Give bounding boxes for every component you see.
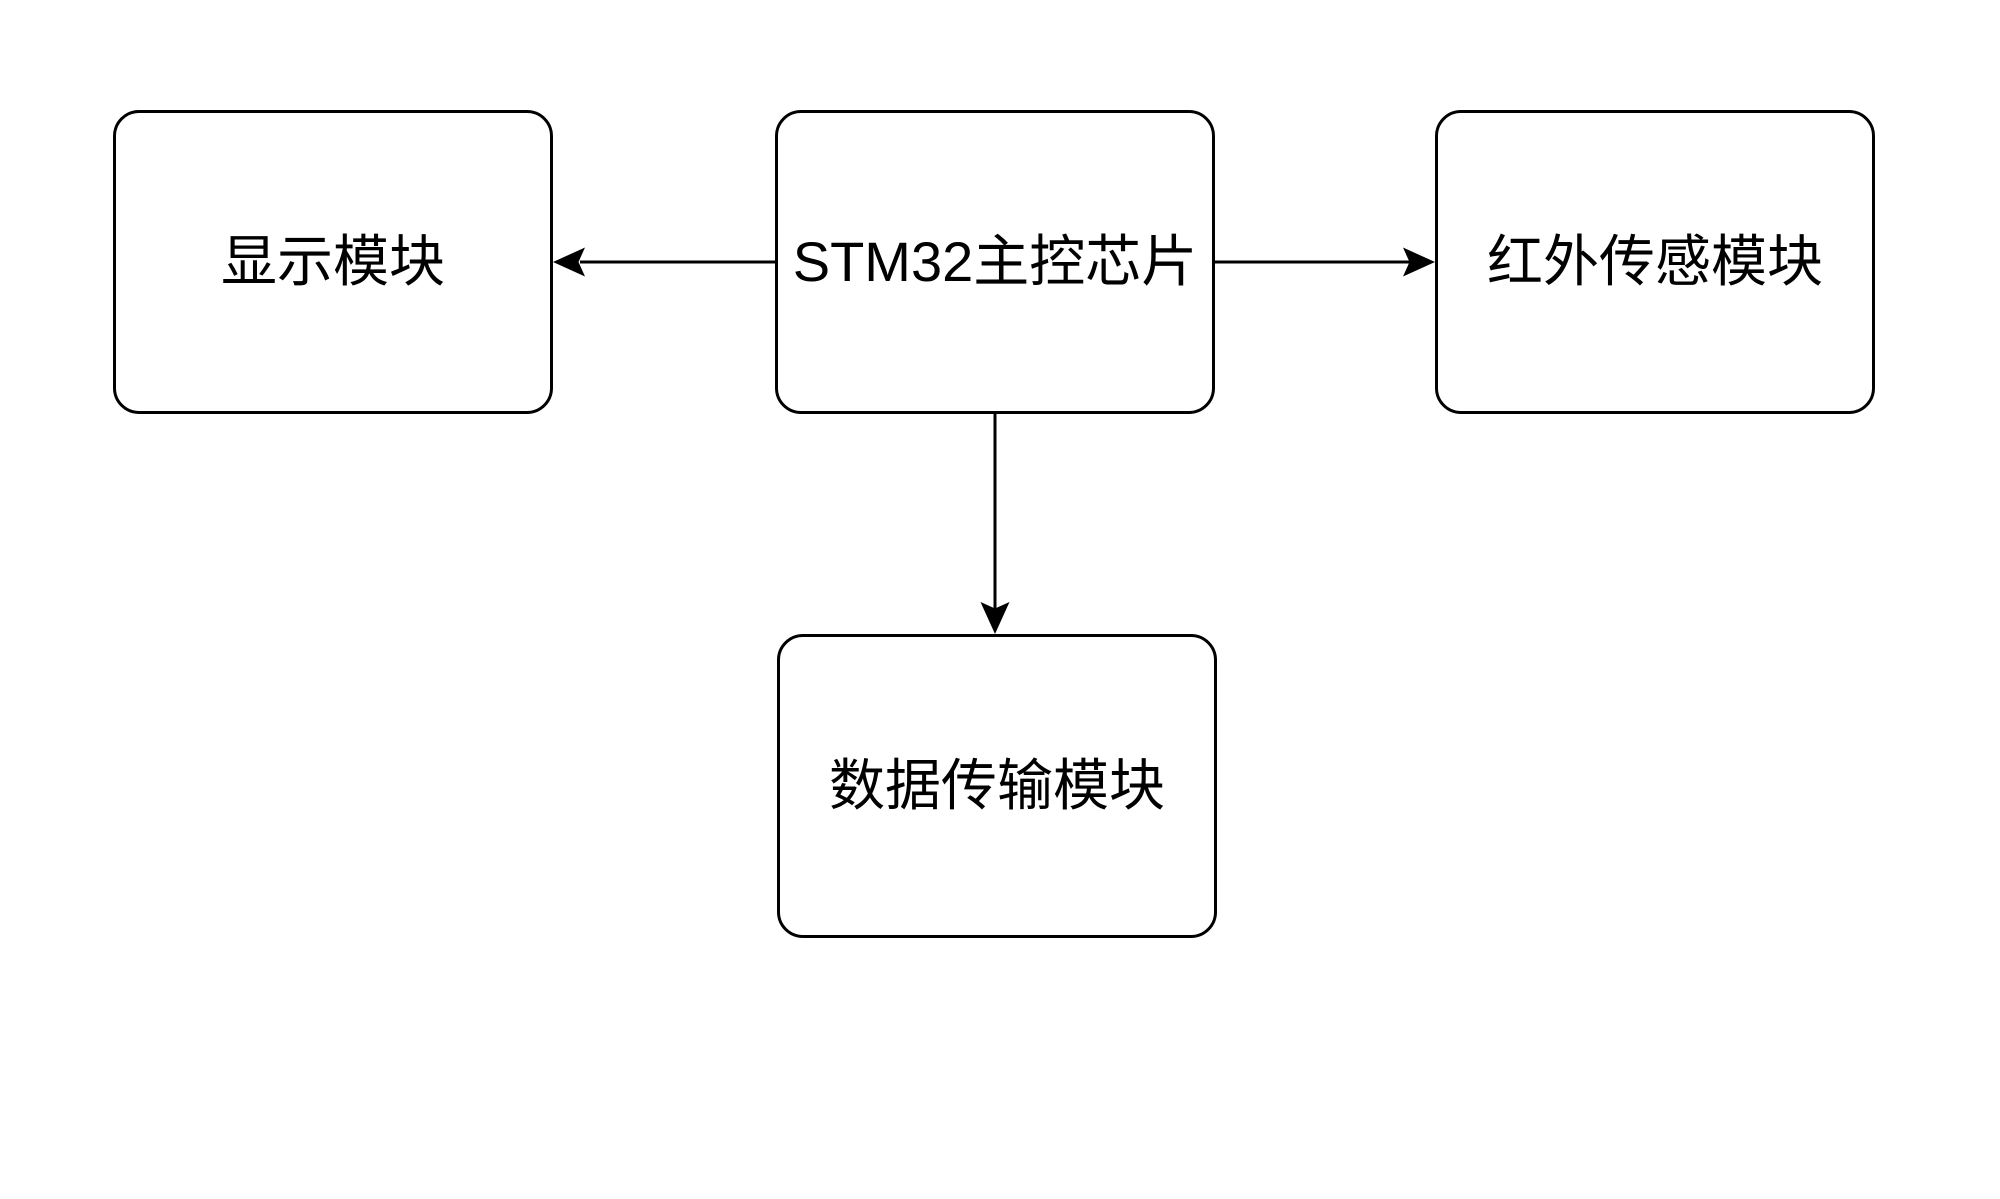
edge-stm32-to-infrared [1215, 247, 1435, 277]
node-display-module: 显示模块 [113, 110, 553, 414]
node-stm32-main-control-chip-label: STM32主控芯片 [792, 230, 1198, 293]
node-infrared-sensor-module: 红外传感模块 [1435, 110, 1875, 414]
node-display-module-label: 显示模块 [221, 230, 445, 293]
arrowhead-down-icon [980, 602, 1010, 634]
node-data-transmission-module: 数据传输模块 [777, 634, 1217, 938]
edge-stm32-to-data-transmission [980, 414, 1010, 634]
node-data-transmission-module-label: 数据传输模块 [829, 754, 1165, 817]
arrowhead-right-icon [1403, 247, 1435, 277]
arrowhead-left-icon [553, 247, 585, 277]
edge-stm32-to-display [553, 247, 775, 277]
node-stm32-main-control-chip: STM32主控芯片 [775, 110, 1215, 414]
node-infrared-sensor-module-label: 红外传感模块 [1487, 230, 1823, 293]
